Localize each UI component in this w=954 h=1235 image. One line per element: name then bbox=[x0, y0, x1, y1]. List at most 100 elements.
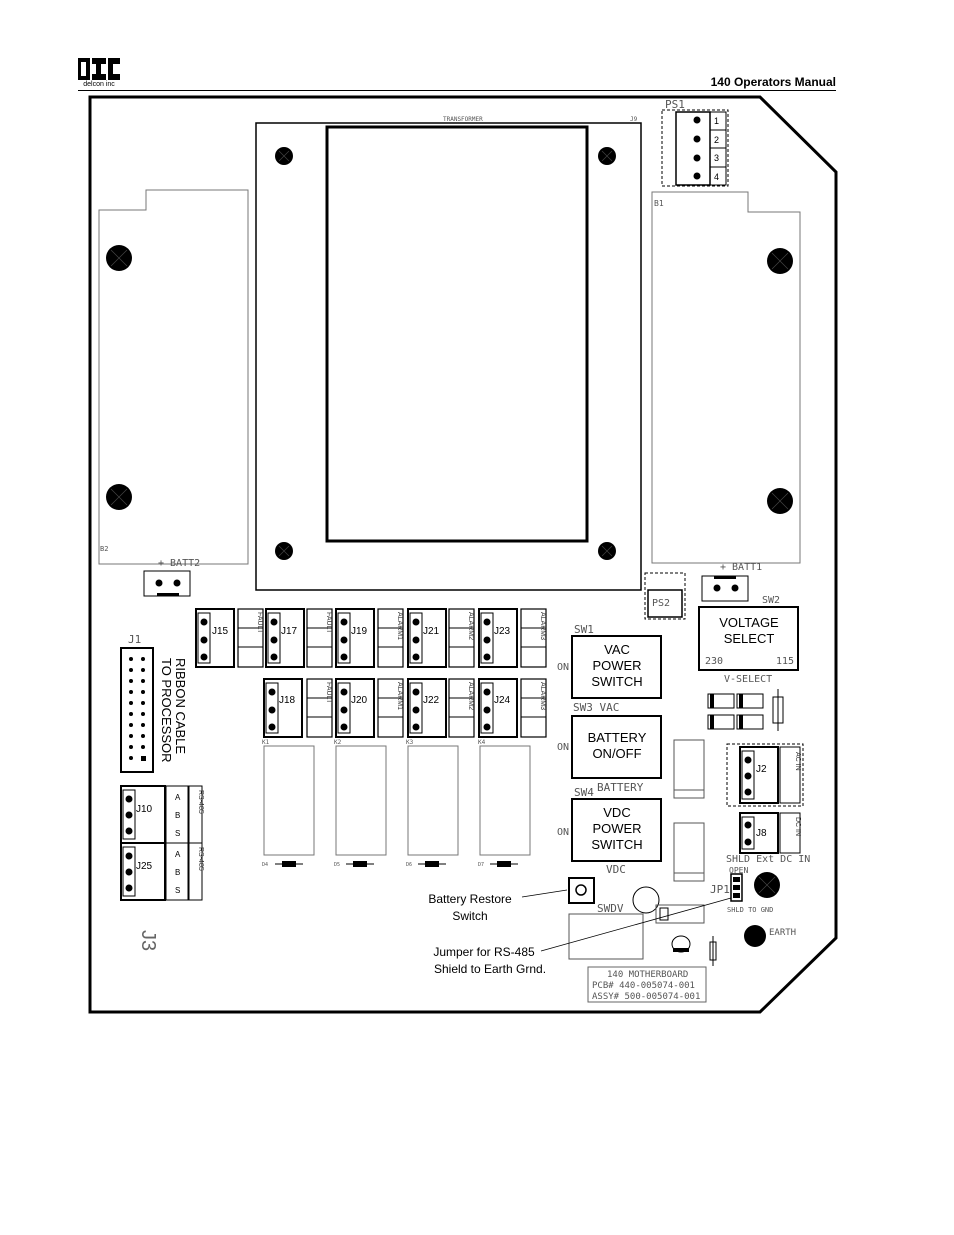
transformer-outline bbox=[255, 122, 642, 591]
j8-label: J8 bbox=[756, 828, 767, 839]
mount-hole bbox=[753, 871, 781, 899]
vdc-switch-line-1: VDC bbox=[603, 805, 630, 820]
vdc-label: VDC bbox=[606, 863, 626, 876]
earth-hole bbox=[744, 925, 766, 947]
vac-switch-line-3: SWITCH bbox=[591, 674, 642, 689]
v-select-label: V-SELECT bbox=[724, 674, 772, 685]
motherboard-line-2: PCB# 440-005074-001 bbox=[592, 981, 695, 991]
sw4-ref: SW4 bbox=[574, 786, 594, 799]
j10-side-label: RS-485 bbox=[197, 790, 204, 814]
callout-line-restore bbox=[521, 889, 568, 898]
b2-label: B2 bbox=[100, 545, 108, 553]
diode-d4: D4 bbox=[262, 861, 303, 868]
j17-label: J17 bbox=[281, 626, 298, 637]
voltage-select-115: 115 bbox=[776, 656, 794, 667]
battery-switch-below: BATTERY bbox=[597, 781, 644, 794]
relay-terminal-j22: J22 ALARM2 bbox=[407, 678, 475, 738]
k3-label: K3 bbox=[406, 739, 414, 746]
ps1-pin-4: 4 bbox=[714, 172, 719, 182]
battery-bay-b2 bbox=[98, 189, 249, 565]
ps2-label: PS2 bbox=[652, 598, 670, 609]
j22-side-label: ALARM2 bbox=[467, 682, 474, 710]
pin bbox=[731, 584, 739, 592]
battery-restore-switch[interactable] bbox=[568, 877, 595, 904]
relay-terminal-j17: J17 FAULT bbox=[265, 608, 333, 668]
batt2-label: + BATT2 bbox=[158, 558, 200, 569]
j10-pin-b: B bbox=[175, 811, 180, 820]
battery-switch-line-2: ON/OFF bbox=[592, 746, 641, 761]
relay-row-2: J18 FAULT J20 ALARM1 J22 ALARM2 bbox=[263, 678, 547, 738]
j3-label: J3 bbox=[137, 930, 159, 951]
mount-hole bbox=[274, 541, 294, 561]
vdc-power-switch[interactable] bbox=[571, 798, 662, 862]
pin bbox=[693, 154, 701, 162]
vdc-switch-line-3: SWITCH bbox=[591, 837, 642, 852]
relay-k1 bbox=[263, 745, 315, 856]
mount-hole bbox=[274, 146, 294, 166]
pin bbox=[713, 584, 721, 592]
j25-terminal: J25 A B S RS-485 bbox=[120, 842, 204, 901]
ps1-pin-3: 3 bbox=[714, 153, 719, 163]
vac-switch-line-2: POWER bbox=[592, 658, 641, 673]
pin bbox=[693, 135, 701, 143]
battery-switch-line-1: BATTERY bbox=[588, 730, 647, 745]
k2-label: K2 bbox=[334, 739, 342, 746]
j21-label: J21 bbox=[423, 626, 440, 637]
ps1-label: PS1 bbox=[665, 98, 685, 111]
relay-row-1: J15 FAULT J17 FAULT J19 ALARM1 bbox=[195, 608, 547, 668]
d6-label: D6 bbox=[406, 862, 412, 868]
batt2-connector bbox=[143, 570, 191, 597]
sw2-label: SW2 bbox=[762, 595, 780, 606]
ribbon-cable-label-2: TO PROCESSOR bbox=[159, 658, 174, 763]
j25-side-label: RS-485 bbox=[197, 847, 204, 871]
j19-label: J19 bbox=[351, 626, 368, 637]
motherboard-line-3: ASSY# 500-005074-001 bbox=[592, 992, 700, 1002]
j21-side-label: ALARM2 bbox=[467, 612, 474, 640]
voltage-select-label-2: SELECT bbox=[724, 631, 775, 646]
relay-terminal-j24: J24 ALARM3 bbox=[478, 678, 547, 738]
mount-hole bbox=[597, 146, 617, 166]
pin bbox=[693, 172, 701, 180]
ps2-outline bbox=[644, 572, 686, 620]
j15-side-label: FAULT bbox=[256, 612, 263, 634]
mount-hole bbox=[766, 247, 794, 275]
ps1-outline bbox=[661, 109, 729, 187]
transformer-core bbox=[325, 125, 589, 543]
j24-side-label: ALARM3 bbox=[539, 682, 546, 710]
relays: K1 K2 K3 K4 D4 D5 D6 D7 bbox=[262, 739, 531, 868]
relay-terminal-j18: J18 FAULT bbox=[263, 678, 333, 738]
buzzer bbox=[632, 886, 660, 914]
callout-line-jumper bbox=[540, 897, 732, 952]
j1-label: J1 bbox=[128, 633, 141, 646]
k1-label: K1 bbox=[262, 739, 270, 746]
j19-side-label: ALARM1 bbox=[396, 612, 403, 640]
voltage-select-label-1: VOLTAGE bbox=[719, 615, 779, 630]
ps1-pin-2: 2 bbox=[714, 135, 719, 145]
mount-hole bbox=[597, 541, 617, 561]
j1-pins bbox=[129, 657, 146, 761]
diode-d5: D5 bbox=[334, 861, 374, 868]
relay-terminal-j21: J21 ALARM2 bbox=[407, 608, 475, 668]
relay-k2 bbox=[335, 745, 387, 856]
relay-terminal-j20: J20 ALARM1 bbox=[335, 678, 404, 738]
motherboard-line-1: 140 MOTHERBOARD bbox=[607, 970, 688, 980]
transformer-ref: J9 bbox=[630, 116, 638, 123]
sw3-vac-label: SW3 VAC bbox=[573, 701, 619, 714]
logo-text: delcon inc bbox=[83, 81, 115, 88]
j10-pin-a: A bbox=[175, 793, 181, 802]
page-header-title: 140 Operators Manual bbox=[710, 75, 836, 89]
j22-label: J22 bbox=[423, 695, 440, 706]
j20-side-label: ALARM1 bbox=[396, 682, 403, 710]
sw1-on: ON bbox=[557, 662, 569, 673]
diode-d7: D7 bbox=[478, 861, 518, 868]
jp1-ref: JP1 bbox=[710, 883, 730, 896]
battery-on-off-switch[interactable] bbox=[571, 715, 662, 779]
bridge-diodes bbox=[707, 689, 784, 731]
j10-pin-s: S bbox=[175, 829, 180, 838]
j23-side-label: ALARM3 bbox=[539, 612, 546, 640]
j10-terminal: J10 A B S RS-485 bbox=[120, 785, 204, 844]
voltage-select-switch[interactable] bbox=[698, 606, 799, 671]
jumper-callout-2: Shield to Earth Grnd. bbox=[434, 962, 546, 976]
vac-power-switch[interactable] bbox=[571, 635, 662, 699]
